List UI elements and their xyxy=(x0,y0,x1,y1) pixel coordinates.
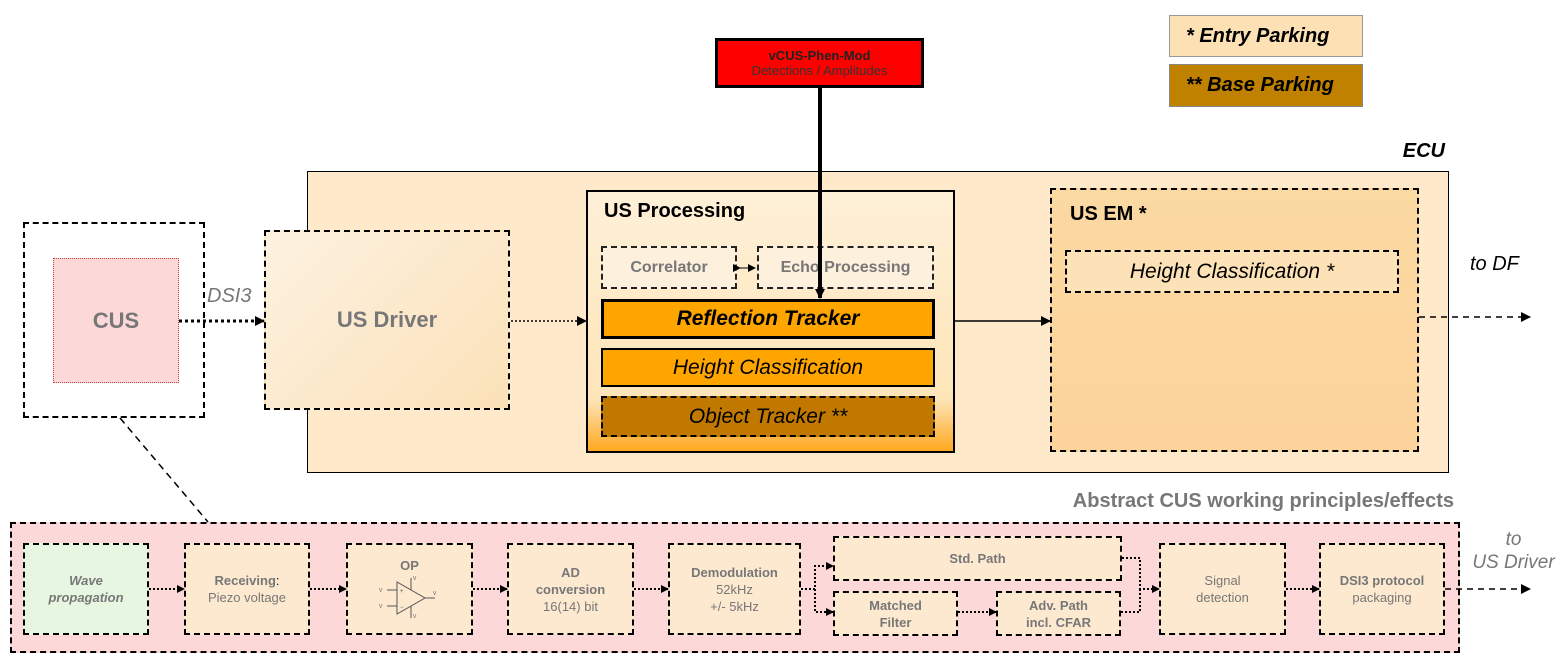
op-amp-icon: + − V V V V V xyxy=(379,576,437,620)
std-path-block: Std. Path xyxy=(833,536,1122,581)
echo-processing-label: Echo Processing xyxy=(780,258,911,276)
matched-label-1: Matched xyxy=(869,597,922,613)
us-driver-label: US Driver xyxy=(336,307,438,332)
demod-label-2: 52kHz xyxy=(716,581,753,597)
adv-path-block: Adv. Path incl. CFAR xyxy=(996,591,1121,636)
reflection-tracker-block: Reflection Tracker xyxy=(601,299,935,339)
receiving-colon: : xyxy=(275,573,280,588)
us-processing-title: US Processing xyxy=(604,200,746,222)
correlator-block: Correlator xyxy=(601,246,737,289)
ad-label-1: AD xyxy=(561,564,580,580)
vcus-title: vCUS-Phen-Mod xyxy=(768,48,871,63)
echo-processing-block: Echo Processing xyxy=(757,246,934,289)
us-em-title: US EM * xyxy=(1070,203,1147,225)
abstract-cus-title: Abstract CUS working principles/effects xyxy=(1072,490,1454,512)
op-pin-4: V xyxy=(413,614,417,620)
to-driver-line-2: US Driver xyxy=(1472,552,1555,573)
demod-label-3: +/- 5kHz xyxy=(710,598,759,614)
dsi3-proto-label-1: DSI3 protocol xyxy=(1339,573,1425,588)
wave-label-2: propagation xyxy=(48,590,124,605)
dsi3-protocol-block: DSI3 protocol packaging xyxy=(1319,543,1445,635)
ecu-label: ECU xyxy=(1402,140,1445,162)
ad-label-3: 16(14) bit xyxy=(543,598,598,614)
to-us-driver-label: to US Driver xyxy=(1465,527,1562,575)
std-path-label: Std. Path xyxy=(949,551,1006,566)
to-driver-line-1: to xyxy=(1505,529,1522,550)
ad-label-2: conversion xyxy=(535,581,606,597)
signal-detection-block: Signal detection xyxy=(1159,543,1286,635)
legend-entry-label: * Entry Parking xyxy=(1186,24,1330,47)
cus-detail-link xyxy=(119,417,209,523)
matched-filter-block: Matched Filter xyxy=(833,591,958,636)
adv-label-2: incl. CFAR xyxy=(1025,614,1091,630)
reflection-tracker-label: Reflection Tracker xyxy=(676,307,860,330)
demodulation-block: Demodulation 52kHz +/- 5kHz xyxy=(668,543,801,635)
op-amp-block: OP + − V V V V V xyxy=(346,543,473,635)
dsi3-proto-label-2: packaging xyxy=(1352,590,1412,605)
svg-text:+: + xyxy=(400,589,404,595)
receiving-block: Receiving: Piezo voltage xyxy=(184,543,310,635)
legend-base-label: ** Base Parking xyxy=(1186,74,1334,96)
us-em-height-classification-block: Height Classification * xyxy=(1065,250,1399,293)
signal-label-2: detection xyxy=(1196,590,1249,605)
op-pin-3: V xyxy=(413,576,417,582)
correlator-label: Correlator xyxy=(630,258,708,276)
wave-label-1: Wave xyxy=(69,573,103,588)
cus-label: CUS xyxy=(92,307,140,333)
adv-label-1: Adv. Path xyxy=(1029,597,1088,613)
receiving-title: Receiving xyxy=(214,573,276,588)
demod-label-1: Demodulation xyxy=(691,564,778,580)
height-classification-block: Height Classification xyxy=(601,348,935,387)
cus-block: CUS xyxy=(53,258,179,383)
height-classification-label: Height Classification xyxy=(672,355,864,379)
legend-entry-parking: * Entry Parking xyxy=(1169,15,1363,57)
to-df-label: to DF xyxy=(1470,253,1519,275)
us-driver-block: US Driver xyxy=(264,230,510,410)
svg-text:−: − xyxy=(400,605,404,611)
op-label: OP xyxy=(400,558,419,573)
op-pin-2: V xyxy=(379,604,383,610)
matched-label-2: Filter xyxy=(879,614,912,630)
ad-conversion-block: AD conversion 16(14) bit xyxy=(507,543,634,635)
us-em-block xyxy=(1050,188,1419,452)
vcus-phen-mod-block: vCUS-Phen-Mod Detections / Amplitudes xyxy=(715,38,924,88)
dsi3-interface-label: DSI3 xyxy=(207,285,252,307)
object-tracker-label: Object Tracker ** xyxy=(688,404,848,428)
op-pin-1: V xyxy=(379,588,383,594)
legend-base-parking: ** Base Parking xyxy=(1169,64,1363,107)
us-em-height-classification-label: Height Classification * xyxy=(1129,259,1335,283)
receiving-detail: Piezo voltage xyxy=(207,590,287,605)
wave-propagation-block: Wave propagation xyxy=(23,543,149,635)
signal-label-1: Signal xyxy=(1204,573,1241,588)
vcus-subtitle: Detections / Amplitudes xyxy=(751,63,888,78)
object-tracker-block: Object Tracker ** xyxy=(601,396,935,437)
op-pin-5: V xyxy=(433,591,437,597)
